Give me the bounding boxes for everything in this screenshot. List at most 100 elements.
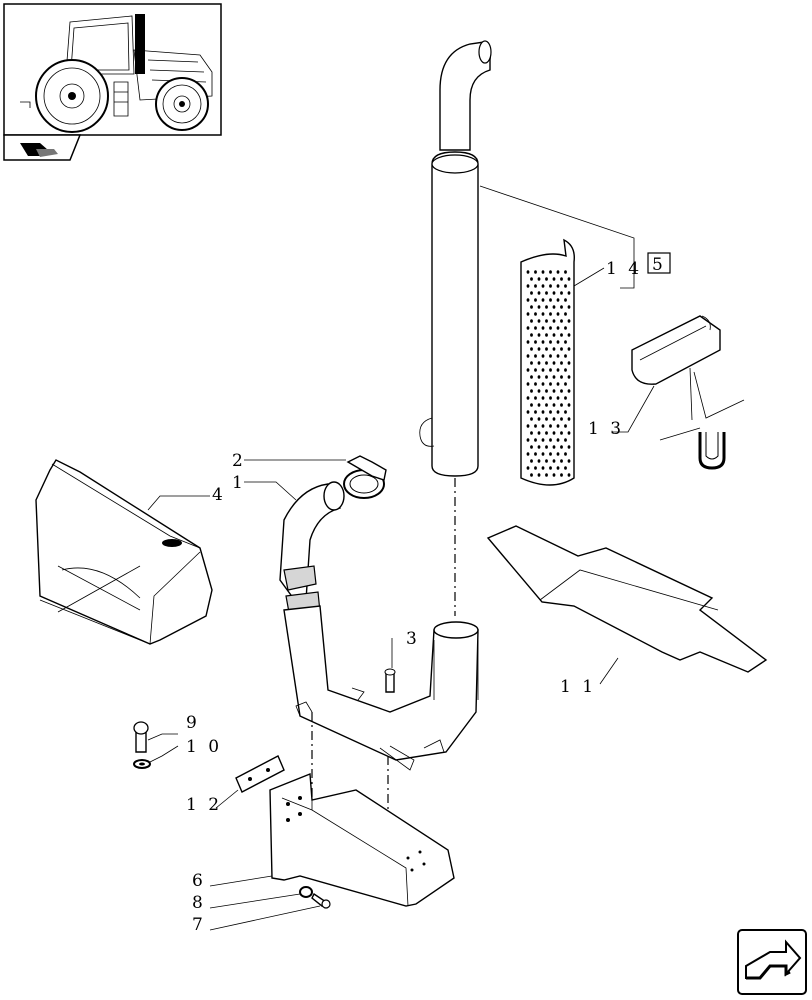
perforated-heat-shield xyxy=(520,238,575,486)
perforation-hole xyxy=(556,312,560,316)
bolt-3 xyxy=(384,668,396,693)
perforation-hole xyxy=(541,396,545,400)
perforation-hole xyxy=(560,291,563,295)
perforation-hole xyxy=(534,424,537,428)
perforation-hole xyxy=(537,347,541,351)
perforation-hole xyxy=(526,466,530,470)
callout-4: 4 xyxy=(212,485,226,505)
perforation-hole xyxy=(530,375,533,379)
perforation-hole xyxy=(530,361,533,365)
perforation-hole xyxy=(552,375,556,379)
perforation-hole xyxy=(549,326,552,330)
perforation-hole xyxy=(541,270,545,274)
perforation-hole xyxy=(567,361,571,365)
reference-box: 5 xyxy=(647,252,671,275)
perforation-hole xyxy=(552,445,556,449)
perforation-hole xyxy=(549,396,552,400)
perforation-hole xyxy=(534,410,537,414)
perforation-hole xyxy=(560,389,563,393)
perforation-hole xyxy=(556,326,560,330)
perforation-hole xyxy=(567,305,571,309)
perforation-hole xyxy=(560,347,563,351)
perforation-hole xyxy=(541,382,545,386)
callout-1: 1 xyxy=(232,473,246,493)
perforation-hole xyxy=(530,319,533,323)
perforation-hole xyxy=(552,389,556,393)
perforation-hole xyxy=(567,347,571,351)
perforation-hole xyxy=(541,410,545,414)
perforation-hole xyxy=(534,438,537,442)
perforation-hole xyxy=(526,382,530,386)
perforation-hole xyxy=(541,354,545,358)
washer-10 xyxy=(133,759,151,769)
perforation-hole xyxy=(556,270,560,274)
exhaust-stack xyxy=(419,40,492,477)
perforation-hole xyxy=(567,459,571,463)
perforation-hole xyxy=(534,284,537,288)
perforation-hole xyxy=(564,438,567,442)
perforation-hole xyxy=(552,305,556,309)
next-page-arrow-icon[interactable] xyxy=(737,929,807,995)
perforation-hole xyxy=(564,340,567,344)
perforation-hole xyxy=(549,452,552,456)
perforation-hole xyxy=(560,319,563,323)
perforation-hole xyxy=(537,291,541,295)
perforation-hole xyxy=(552,473,556,477)
perforation-hole xyxy=(549,424,552,428)
perforation-hole xyxy=(534,368,537,372)
callout-11: 1 1 xyxy=(560,677,596,697)
perforation-hole xyxy=(552,347,556,351)
callout-13: 1 3 xyxy=(588,419,624,439)
perforation-hole xyxy=(545,403,548,407)
perforation-hole xyxy=(549,438,552,442)
perforation-hole xyxy=(567,333,571,337)
perforation-hole xyxy=(556,354,560,358)
perforation-hole xyxy=(545,291,548,295)
perforation-hole xyxy=(567,319,571,323)
perforation-hole xyxy=(530,291,533,295)
perforation-hole xyxy=(552,459,556,463)
perforation-hole xyxy=(545,431,548,435)
exhaust-cover xyxy=(35,459,213,645)
perforation-hole xyxy=(526,354,530,358)
perforation-hole xyxy=(545,361,548,365)
perforation-hole xyxy=(564,424,567,428)
perforation-hole xyxy=(526,438,530,442)
perforation-hole xyxy=(552,361,556,365)
perforation-hole xyxy=(545,473,548,477)
perforation-hole xyxy=(541,312,545,316)
perforation-hole xyxy=(556,396,560,400)
callout-9: 9 xyxy=(186,713,200,733)
perforation-hole xyxy=(549,284,552,288)
perforation-hole xyxy=(526,326,530,330)
perforation-hole xyxy=(545,459,548,463)
perforation-hole xyxy=(537,375,541,379)
perforation-hole xyxy=(564,368,567,372)
perforation-hole xyxy=(549,382,552,386)
perforation-hole xyxy=(552,431,556,435)
perforation-hole xyxy=(549,354,552,358)
callout-14: 1 4 xyxy=(606,259,642,279)
perforation-hole xyxy=(534,312,537,316)
perforation-hole xyxy=(537,333,541,337)
perforation-hole xyxy=(564,396,567,400)
perforation-hole xyxy=(537,445,541,449)
section-badge-icon xyxy=(3,134,82,161)
perforation-hole xyxy=(534,396,537,400)
pipe-elbow xyxy=(279,481,479,771)
perforation-hole xyxy=(537,389,541,393)
perforation-hole xyxy=(526,452,530,456)
perforation-hole xyxy=(564,326,567,330)
perforation-hole xyxy=(564,466,567,470)
perforation-hole xyxy=(537,361,541,365)
perforation-hole xyxy=(545,445,548,449)
perforation-hole xyxy=(552,417,556,421)
perforation-hole xyxy=(560,375,563,379)
perforation-hole xyxy=(530,389,533,393)
perforation-hole xyxy=(564,312,567,316)
perforation-hole xyxy=(556,438,560,442)
perforation-hole xyxy=(567,431,571,435)
perforation-hole xyxy=(567,277,571,281)
perforation-hole xyxy=(560,403,563,407)
